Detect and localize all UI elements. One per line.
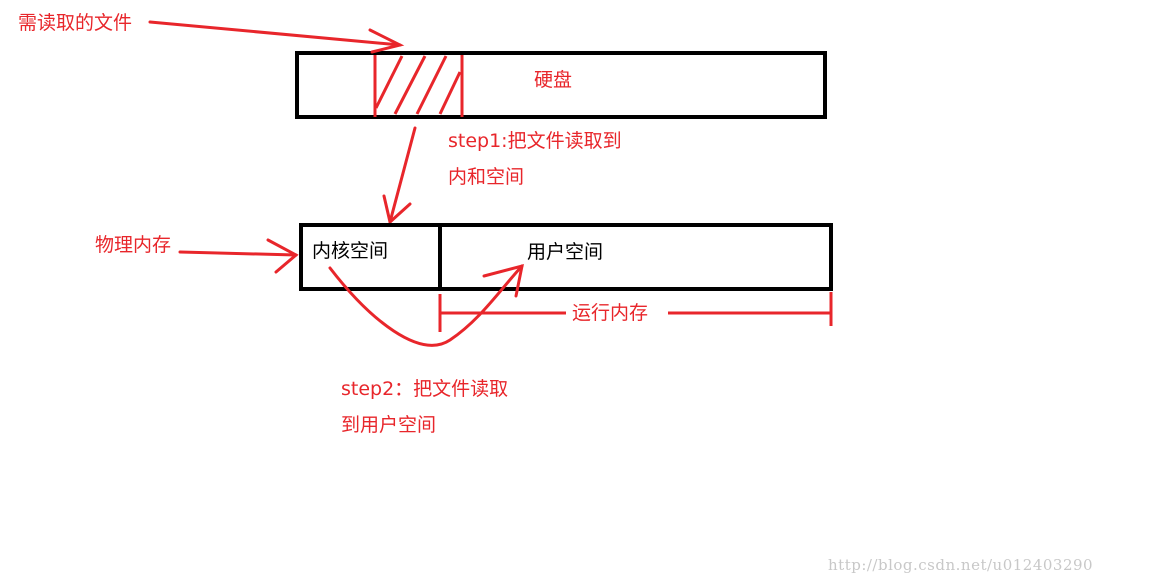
- kernel-space-label: 内核空间: [312, 240, 389, 262]
- runtime-memory-label: 运行内存: [572, 302, 649, 324]
- arrow-step1: [382, 126, 417, 225]
- arrow-physical-memory: [178, 238, 299, 274]
- memory-box: [299, 223, 833, 291]
- file-hatch-region: [373, 55, 464, 117]
- arrow-step2: [328, 263, 524, 347]
- file-to-read-label: 需读取的文件: [18, 12, 133, 34]
- physical-memory-label: 物理内存: [95, 234, 172, 256]
- step2-line1: step2：把文件读取: [341, 378, 509, 400]
- disk-label: 硬盘: [534, 69, 573, 91]
- disk-box: [295, 51, 827, 119]
- user-space-label: 用户空间: [527, 241, 604, 263]
- step1-line2: 内和空间: [448, 166, 525, 188]
- runtime-memory-bracket: [438, 292, 833, 332]
- arrow-file-to-disk: [148, 20, 405, 54]
- watermark-url: http://blog.csdn.net/u012403290: [828, 556, 1094, 574]
- step2-line2: 到用户空间: [341, 414, 437, 436]
- step1-line1: step1:把文件读取到: [448, 130, 622, 152]
